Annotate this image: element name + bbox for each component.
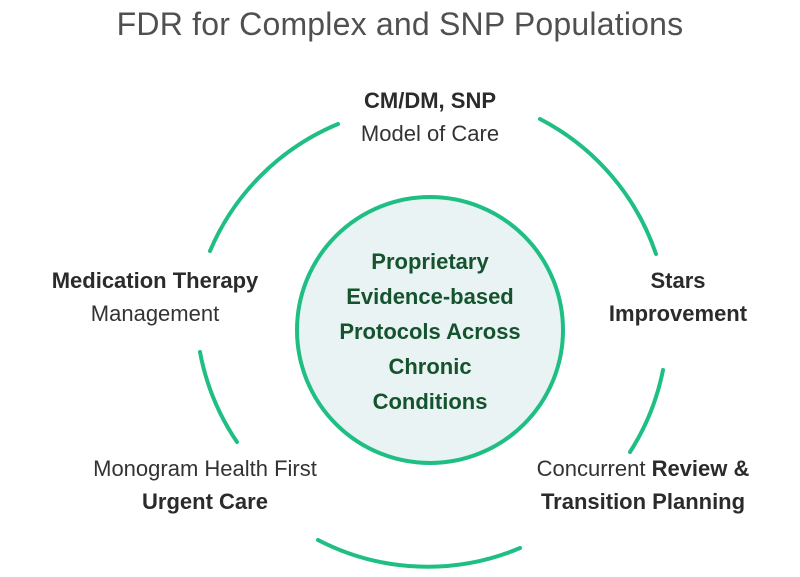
segment-left-subtitle: Management <box>90 301 220 326</box>
ring-arc-right <box>628 368 665 454</box>
center-line: Conditions <box>372 389 488 414</box>
segment-bottom-right-prefix: Concurrent <box>536 456 652 481</box>
center-line: Evidence-based <box>346 284 514 309</box>
center-line: Proprietary <box>371 249 489 274</box>
ring-arc-top-left <box>208 122 340 253</box>
ring-arc-left <box>198 350 239 444</box>
segment-right-line1: Stars <box>650 268 706 293</box>
center-label: Proprietary Evidence-based Protocols Acr… <box>300 244 560 419</box>
segment-bottom-right: Concurrent Review & Transition Planning <box>498 452 788 518</box>
center-line: Protocols Across <box>339 319 521 344</box>
segment-left-title: Medication Therapy <box>51 268 259 293</box>
segment-left: Medication Therapy Management <box>20 264 290 330</box>
segment-top: CM/DM, SNP Model of Care <box>300 84 560 150</box>
ring-arc-top-right <box>538 117 658 256</box>
diagram-title: FDR for Complex and SNP Populations <box>116 6 684 42</box>
segment-bottom-right-line2: Transition Planning <box>540 489 746 514</box>
center-line: Chronic <box>388 354 472 379</box>
segment-bottom-left: Monogram Health First Urgent Care <box>50 452 360 518</box>
segment-right: Stars Improvement <box>578 264 778 330</box>
segment-top-subtitle: Model of Care <box>360 121 500 146</box>
segment-right-line2: Improvement <box>608 301 748 326</box>
segment-top-title: CM/DM, SNP <box>364 88 496 113</box>
ring-arc-bottom <box>316 538 522 569</box>
segment-bottom-left-line2: Urgent Care <box>142 489 268 514</box>
center-circle <box>295 195 565 465</box>
segment-bottom-right-line1: Review & <box>651 456 750 481</box>
segment-bottom-left-line1: Monogram Health First <box>93 456 317 481</box>
